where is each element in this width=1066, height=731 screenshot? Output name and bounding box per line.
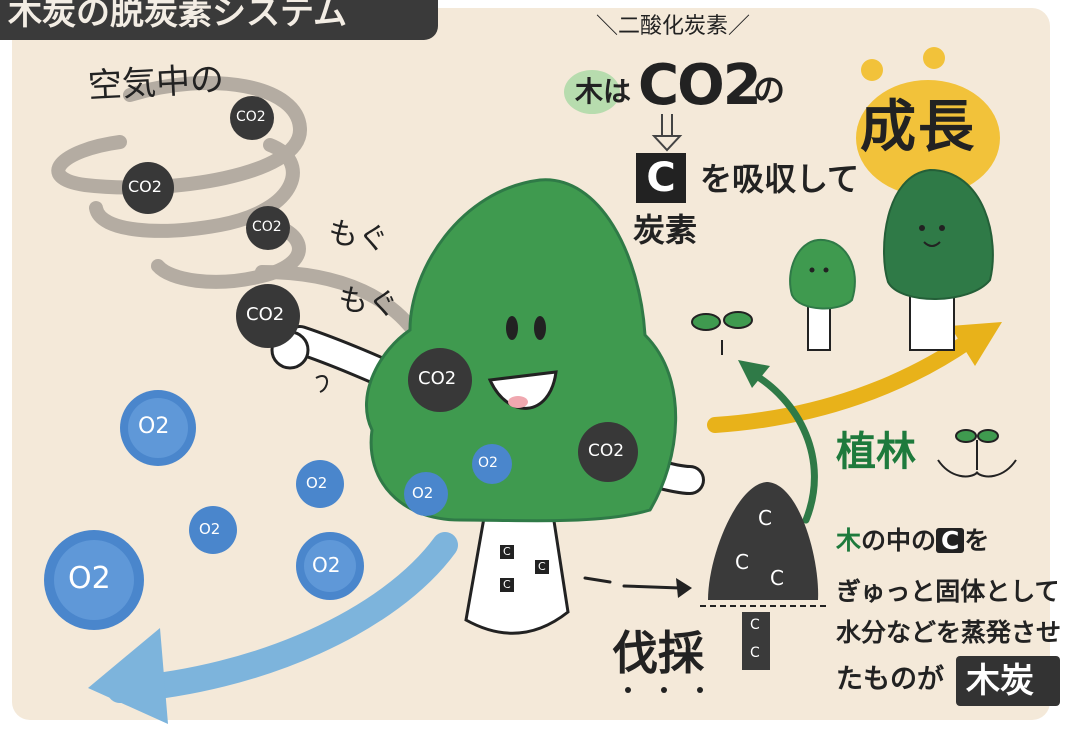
charcoal-c-mark: C [735, 550, 749, 574]
co2-bubble-label: CO2 [236, 109, 266, 125]
tree-label-highlight [564, 70, 620, 114]
grown-tree [883, 168, 994, 351]
air-label: 空気中の [87, 59, 225, 107]
charcoal-description-line: ぎゅっと固体として [836, 577, 1060, 606]
tree-mouth [487, 370, 558, 410]
o2-bubble-label: O2 [478, 455, 498, 471]
co2-bubble-label: CO2 [246, 304, 285, 325]
co2-bubble-label: CO2 [128, 177, 162, 196]
planting-hands-icon [937, 429, 1017, 478]
cut-arrow [583, 576, 612, 584]
title-banner [0, 0, 438, 40]
o2-bubble-label: O2 [312, 553, 341, 577]
charcoal-c-mark: C [770, 566, 784, 590]
carbon-c-badge: C [936, 528, 965, 553]
charcoal-c-mark: C [750, 617, 760, 633]
small-tree [789, 238, 856, 351]
carbon-c-box: C [636, 153, 686, 203]
munch-label: もぐ [325, 214, 391, 259]
o2-bubble-label: O2 [138, 414, 170, 439]
charcoal-stick [742, 612, 770, 670]
o2-bubble-label: O2 [306, 474, 328, 492]
trunk-c-mark: C [538, 560, 546, 573]
o2-bubble-label: O2 [68, 561, 111, 596]
co2-particle: の [753, 71, 786, 109]
co2-bubbles [122, 96, 638, 482]
sprout [691, 311, 753, 355]
inner-word: の中の [861, 526, 937, 555]
tree-is-label: 木は [575, 75, 632, 108]
munch-label: もぐ [336, 281, 400, 324]
absorb-label: を吸収して [700, 160, 860, 198]
co2-note: ＼二酸化炭素／ [596, 14, 751, 39]
co2-bubble-label: CO2 [588, 441, 625, 461]
growth-arrow [707, 332, 978, 433]
planting-label: 植林 [836, 429, 916, 475]
charcoal-badge [956, 656, 1060, 706]
charcoal-description-line: 水分などを蒸発させ [836, 618, 1062, 647]
trunk-c-mark: C [503, 578, 511, 591]
tree-eye-left [506, 316, 518, 340]
o2-release-arrow [107, 532, 458, 703]
o2-bubbles [44, 390, 512, 630]
charcoal-c-mark: C [750, 645, 760, 661]
tree-trunk [464, 493, 570, 635]
tree-word: 木 [836, 526, 862, 555]
charcoal-c-mark: C [758, 506, 772, 530]
charcoal-pile [708, 482, 819, 600]
charcoal-label: 木炭 [966, 661, 1034, 701]
co2-bubble-label: CO2 [252, 219, 282, 235]
growth-arrow-head [950, 322, 1002, 366]
growth-label: 成長 [860, 95, 976, 160]
carbon-label: 炭素 [633, 211, 698, 249]
co2-bubble-label: CO2 [418, 368, 457, 389]
charcoal-description-line: たものが [836, 664, 944, 695]
tree-eye-right [534, 316, 546, 340]
trunk-c-mark: C [503, 545, 511, 558]
trunk-carbon-marks [500, 545, 549, 592]
cutting-label: 伐採 [612, 626, 704, 680]
o2-bubble-label: O2 [199, 520, 221, 538]
o2-bubble-label: O2 [412, 484, 434, 502]
object-particle: を [964, 526, 990, 555]
page-title: 木炭の脱炭素システム [8, 0, 347, 33]
growth-highlight [856, 80, 1000, 196]
planting-arrow [746, 368, 818, 524]
co2-heading: CO2 [638, 53, 762, 118]
